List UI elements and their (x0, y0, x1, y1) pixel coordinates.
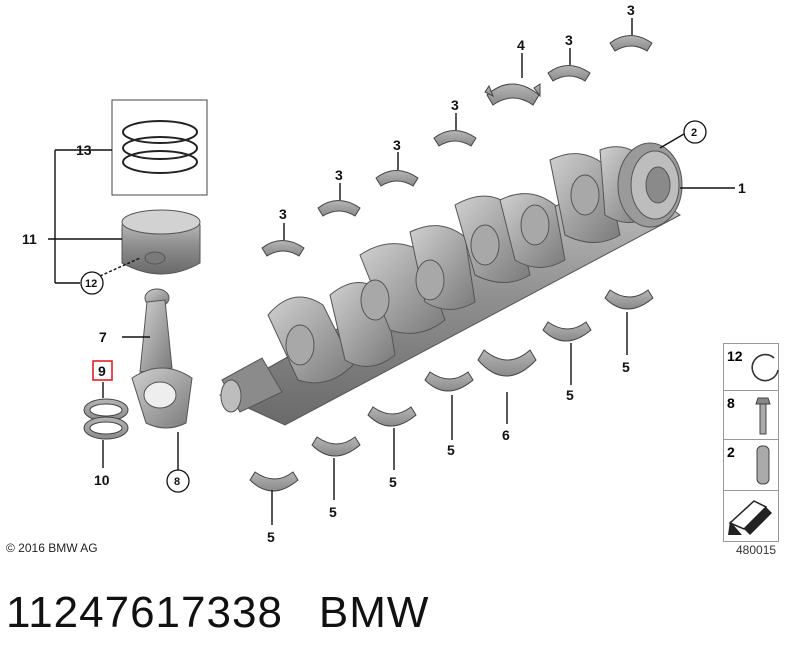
piston[interactable] (121, 209, 201, 275)
callout-5-d: 5 (447, 442, 455, 458)
callout-12-circle (80, 271, 104, 295)
rod-bearing[interactable] (83, 398, 129, 440)
callout-6: 6 (502, 427, 510, 443)
callout-3-c: 3 (393, 137, 401, 153)
callout-4: 4 (517, 37, 525, 53)
legend-row-dowel: 2 (724, 440, 778, 491)
crankshaft[interactable] (218, 142, 683, 426)
callout-8-circle (166, 469, 190, 493)
upper-bearing-shells[interactable] (261, 35, 653, 257)
connecting-rod[interactable] (131, 288, 193, 429)
callout-labels: 1 2 3 3 3 3 4 3 3 5 5 5 5 6 5 5 13 11 12… (22, 2, 746, 545)
callout-9: 9 (98, 363, 106, 379)
callout-5-f: 5 (622, 359, 630, 375)
thrust-bearing[interactable] (484, 83, 541, 106)
callout-3-a: 3 (279, 206, 287, 222)
callout-3-b: 3 (335, 167, 343, 183)
copyright-text: © 2016 BMW AG (6, 541, 98, 555)
callout-13: 13 (76, 142, 92, 158)
circlip-icon (751, 353, 779, 382)
callout-2: 2 (691, 127, 697, 139)
callout-5-e: 5 (566, 387, 574, 403)
direction-arrow-icon (728, 500, 772, 535)
legend-panel: 12 8 2 (723, 343, 779, 542)
exploded-parts-diagram: 1 2 3 3 3 3 4 3 3 5 5 5 5 6 5 5 13 11 12… (22, 2, 746, 545)
legend-row-arrow (724, 491, 778, 541)
callout-3-f: 3 (627, 2, 635, 18)
leader-lines (48, 18, 735, 525)
diagram-number: 480015 (736, 543, 777, 557)
brand-name: BMW (318, 588, 430, 637)
callout-5-a: 5 (267, 529, 275, 545)
callout-5-b: 5 (329, 504, 337, 520)
callout-9-highlight (92, 360, 113, 381)
legend-row-circlip: 12 (724, 344, 779, 391)
legend-row-bolt: 8 (724, 391, 778, 440)
bolt-icon (755, 397, 771, 435)
lower-bearing-shells[interactable] (249, 289, 654, 492)
legend-num: 8 (727, 395, 735, 411)
part-number: 11247617338 (6, 588, 283, 637)
part-number-line: 11247617338 BMW (6, 588, 429, 638)
callout-1: 1 (738, 180, 746, 196)
callout-2-circle (683, 120, 707, 144)
callout-3-d: 3 (451, 97, 459, 113)
dowel-pin-icon (756, 445, 770, 485)
callout-10: 10 (94, 472, 110, 488)
piston-rings[interactable] (111, 99, 208, 196)
callout-7: 7 (99, 329, 107, 345)
callout-3-e: 3 (565, 32, 573, 48)
callout-12: 12 (85, 278, 97, 290)
callout-11: 11 (22, 231, 37, 247)
legend-num: 12 (727, 348, 743, 364)
callout-8: 8 (174, 476, 180, 488)
legend-num: 2 (727, 444, 735, 460)
lower-thrust-bearing[interactable] (477, 349, 537, 377)
callout-5-c: 5 (389, 474, 397, 490)
